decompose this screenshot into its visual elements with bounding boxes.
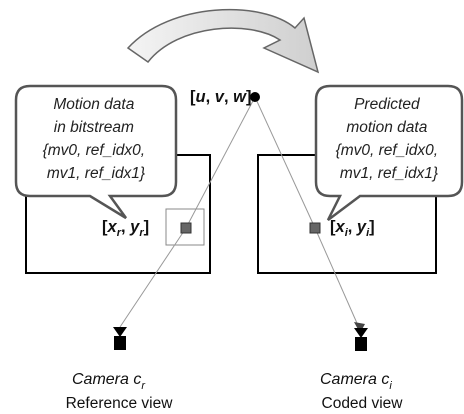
world-point bbox=[250, 92, 260, 102]
right-view-label: Coded view bbox=[322, 395, 404, 412]
left-view-label: Reference view bbox=[66, 395, 174, 412]
right-coordinate-label: [xi, yi] bbox=[330, 218, 375, 239]
ray-arrowhead bbox=[354, 322, 365, 333]
left-camera-icon bbox=[113, 327, 127, 350]
ray-point-to-right-block bbox=[254, 96, 316, 229]
left-bubble-text: Motion data in bitstream {mv0, ref_idx0,… bbox=[43, 96, 150, 182]
ray-right-block-to-camera bbox=[314, 227, 361, 331]
left-matched-block bbox=[180, 222, 192, 234]
curved-arrow bbox=[126, 8, 320, 74]
ray-left-block-to-camera bbox=[119, 227, 187, 328]
left-coordinate-label: [xr, yr] bbox=[102, 218, 149, 239]
left-search-window bbox=[165, 208, 205, 246]
right-bubble-text: Predicted motion data {mv0, ref_idx0, mv… bbox=[336, 96, 443, 182]
ray-point-to-left-block bbox=[185, 96, 256, 229]
right-current-block bbox=[309, 222, 321, 234]
right-camera-label: Camera ci bbox=[320, 371, 392, 392]
point-label: [u, v, w] bbox=[190, 88, 251, 106]
right-speech-bubble bbox=[314, 84, 464, 221]
left-camera-label: Camera cr bbox=[72, 371, 146, 392]
right-camera-icon bbox=[354, 328, 368, 351]
left-speech-bubble bbox=[14, 84, 178, 220]
